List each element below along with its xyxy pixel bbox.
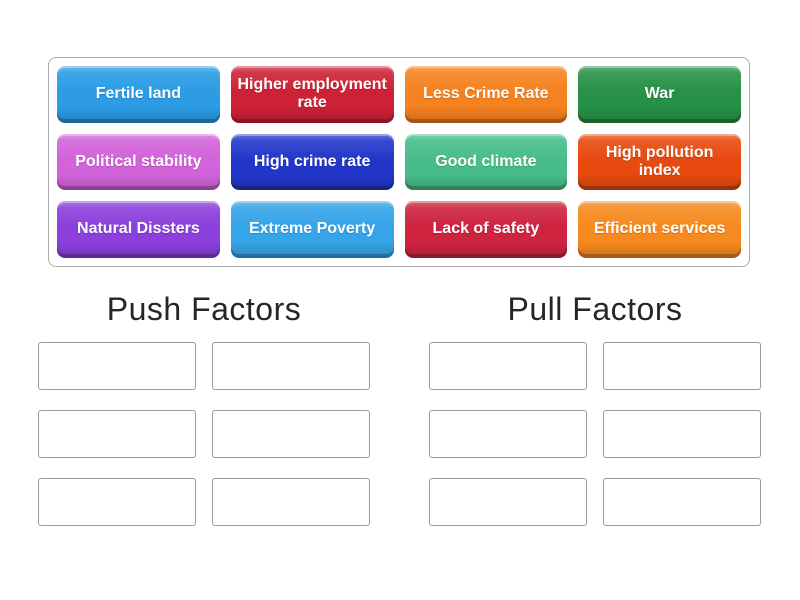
tile-label: Efficient services bbox=[593, 220, 726, 238]
tile-less-crime-rate[interactable]: Less Crime Rate bbox=[404, 66, 568, 123]
push-drop-slot[interactable] bbox=[38, 410, 196, 458]
pull-drop-slot[interactable] bbox=[429, 342, 587, 390]
pull-drop-slot[interactable] bbox=[603, 478, 761, 526]
tile-higher-employment-rate[interactable]: Higher employment rate bbox=[230, 66, 394, 123]
tile-label: Higher employment rate bbox=[237, 75, 387, 112]
push-drop-slot[interactable] bbox=[38, 478, 196, 526]
tile-fertile-land[interactable]: Fertile land bbox=[57, 66, 220, 123]
tile-political-stability[interactable]: Political stability bbox=[57, 133, 220, 191]
tile-extreme-poverty[interactable]: Extreme Poverty bbox=[230, 201, 394, 258]
push-drop-slot[interactable] bbox=[212, 410, 370, 458]
tile-label: Fertile land bbox=[95, 85, 182, 103]
tile-label: Natural Dissters bbox=[77, 220, 200, 238]
tile-label: Political stability bbox=[75, 152, 202, 170]
tile-label: Extreme Poverty bbox=[248, 220, 376, 238]
tile-efficient-services[interactable]: Efficient services bbox=[578, 201, 741, 258]
pull-factors-group bbox=[429, 342, 761, 526]
pull-drop-slot[interactable] bbox=[429, 478, 587, 526]
push-factors-group bbox=[38, 342, 370, 526]
push-drop-slot[interactable] bbox=[38, 342, 196, 390]
pull-factors-heading: Pull Factors bbox=[507, 291, 683, 327]
tile-high-crime-rate[interactable]: High crime rate bbox=[230, 133, 394, 191]
tile-natural-dissters[interactable]: Natural Dissters bbox=[57, 201, 220, 258]
pull-drop-slot[interactable] bbox=[429, 410, 587, 458]
push-drop-slot[interactable] bbox=[212, 478, 370, 526]
tile-label: High pollution index bbox=[605, 143, 714, 179]
tile-label: Lack of safety bbox=[432, 220, 540, 238]
push-drop-slot[interactable] bbox=[212, 342, 370, 390]
tile-label: High crime rate bbox=[253, 152, 371, 170]
tile-label: War bbox=[644, 85, 675, 103]
push-factors-heading: Push Factors bbox=[106, 291, 302, 327]
tile-tray: Fertile land Higher employment rate Less… bbox=[48, 57, 750, 267]
tile-label: Less Crime Rate bbox=[423, 85, 549, 103]
pull-drop-slot[interactable] bbox=[603, 410, 761, 458]
tile-high-pollution-index[interactable]: High pollution index bbox=[578, 133, 741, 191]
tile-label: Good climate bbox=[435, 152, 537, 170]
tile-lack-of-safety[interactable]: Lack of safety bbox=[404, 201, 568, 258]
tile-war[interactable]: War bbox=[578, 66, 741, 123]
tile-good-climate[interactable]: Good climate bbox=[404, 133, 568, 191]
pull-drop-slot[interactable] bbox=[603, 342, 761, 390]
